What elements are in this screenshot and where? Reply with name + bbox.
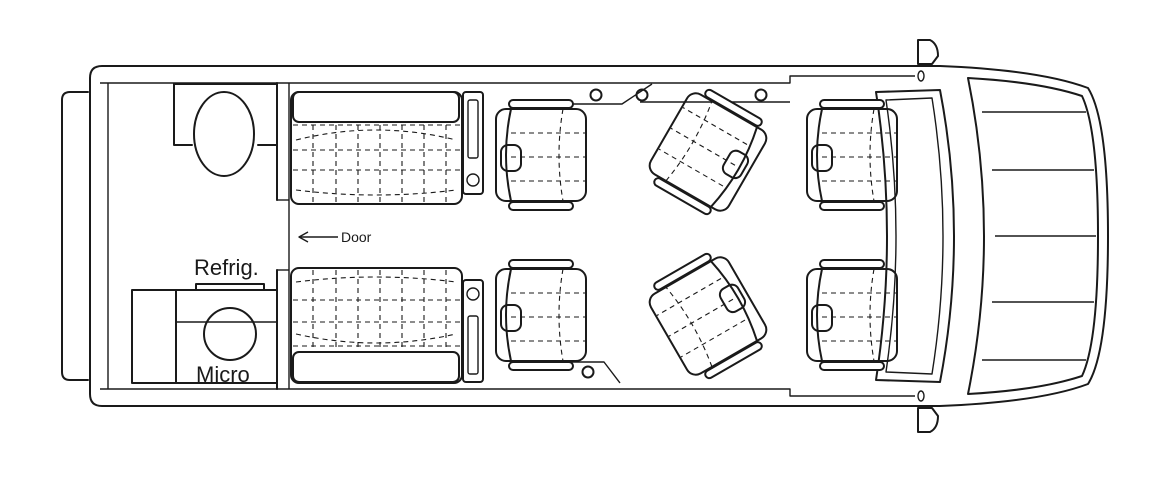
- cab-dashboard: [875, 89, 955, 383]
- captain-chair-swivel-left: [640, 80, 776, 224]
- mirror-top: [917, 39, 939, 82]
- captain-chair-swivel-right: [640, 244, 776, 388]
- side-table-bottom: [462, 279, 484, 383]
- captain-chair-row1-right: [495, 259, 587, 371]
- van-body: [61, 65, 1109, 407]
- door-label: Door: [341, 229, 372, 245]
- refrigerator-label: Refrig.: [194, 255, 259, 280]
- mirror-bottom: [917, 390, 939, 433]
- wall-rail-top: [568, 83, 790, 105]
- refrigerator-microwave-cabinet: [131, 283, 278, 384]
- windshield: [967, 77, 1099, 395]
- bench-seat-bottom: [290, 267, 463, 384]
- door-arrow-icon: [298, 231, 338, 243]
- toilet: [173, 83, 278, 177]
- captain-chair-row1-left: [495, 99, 587, 211]
- side-table-top: [462, 91, 484, 195]
- bench-seat-top: [290, 91, 463, 205]
- microwave-label: Micro: [196, 362, 250, 387]
